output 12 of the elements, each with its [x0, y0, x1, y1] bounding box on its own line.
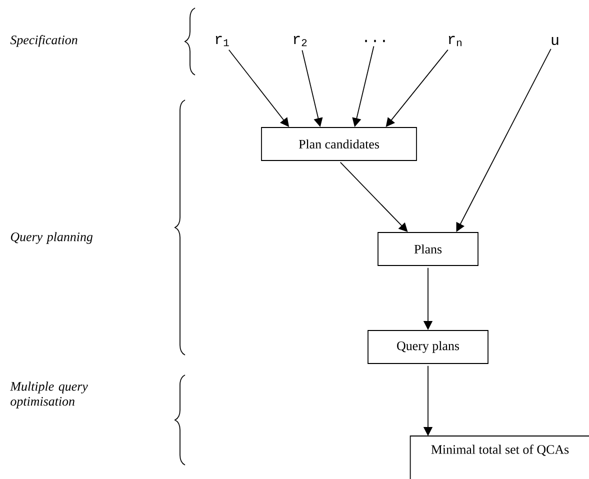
variable-label: r$_{2}$: [294, 36, 307, 46]
process-box: Plans: [378, 232, 478, 266]
variable-label: r$_{n}$: [448, 36, 462, 46]
variable-label: r$_{1}$: [216, 36, 229, 46]
stage-label: Query planning: [10, 232, 93, 244]
stage-label: Multiple query optimisation: [10, 382, 88, 408]
variable-label: ...: [365, 40, 385, 42]
process-box: Minimal total set of QCAs: [410, 436, 589, 479]
process-box: Plan candidates: [261, 127, 417, 161]
stage-label: Specification: [10, 35, 78, 47]
process-box: Query plans: [368, 330, 488, 364]
variable-label: u: [552, 36, 558, 45]
